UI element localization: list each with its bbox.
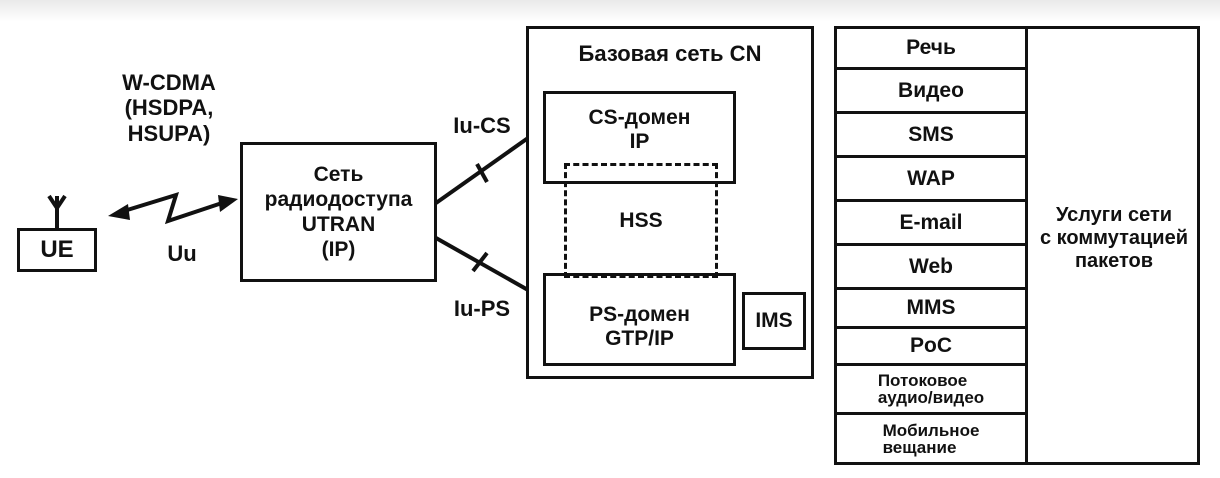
- service-item-email: E-mail: [834, 199, 1028, 246]
- service-item-speech: Речь: [834, 26, 1028, 70]
- ue-label: UE: [40, 236, 74, 263]
- iu-ps-tick: [471, 251, 489, 273]
- ps-domain-label: PS-домен GTP/IP: [589, 302, 690, 350]
- utran-box: Сеть радиодоступа UTRAN (IP): [240, 142, 437, 282]
- core-network-title: Базовая сеть CN: [578, 41, 762, 66]
- service-item-sms: SMS: [834, 111, 1028, 158]
- service-item-streaming: Потоковое аудио/видео: [834, 363, 1028, 415]
- antenna-left-arm: [47, 194, 59, 210]
- service-item-wap: WAP: [834, 155, 1028, 202]
- radio-arrow-left: [108, 204, 130, 220]
- ps-domain-box: PS-домен GTP/IP: [543, 273, 736, 366]
- radio-zigzag: [123, 191, 223, 225]
- hss-label: HSS: [619, 208, 663, 232]
- iu-ps-label: Iu-PS: [453, 296, 511, 321]
- iu-ps-link: [435, 236, 529, 292]
- uu-interface-label: Uu: [167, 241, 197, 266]
- hss-box: HSS: [564, 163, 718, 278]
- cs-domain-box: CS-домен IP: [543, 91, 736, 184]
- radio-arrow-right: [218, 195, 238, 212]
- ims-label: IMS: [755, 309, 793, 332]
- ims-box: IMS: [742, 292, 806, 350]
- iu-cs-label: Iu-CS: [453, 113, 511, 138]
- iu-cs-tick: [475, 163, 489, 183]
- service-item-mms: MMS: [834, 287, 1028, 329]
- radio-standard-label: W-CDMA (HSDPA, HSUPA): [122, 70, 216, 146]
- ue-box: UE: [17, 228, 97, 272]
- cs-domain-label: CS-домен IP: [588, 106, 691, 154]
- antenna-right-arm: [55, 194, 67, 210]
- packet-services-label: Услуги сети с коммутацией пакетов: [1040, 204, 1188, 272]
- service-item-poc: PoC: [834, 326, 1028, 366]
- service-item-web: Web: [834, 243, 1028, 290]
- utran-label: Сеть радиодоступа UTRAN (IP): [264, 162, 413, 262]
- service-item-broadcast: Мобильное вещание: [834, 412, 1028, 465]
- services-list: Речь Видео SMS WAP E-mail Web MMS PoC По…: [834, 26, 1028, 465]
- service-item-video: Видео: [834, 67, 1028, 114]
